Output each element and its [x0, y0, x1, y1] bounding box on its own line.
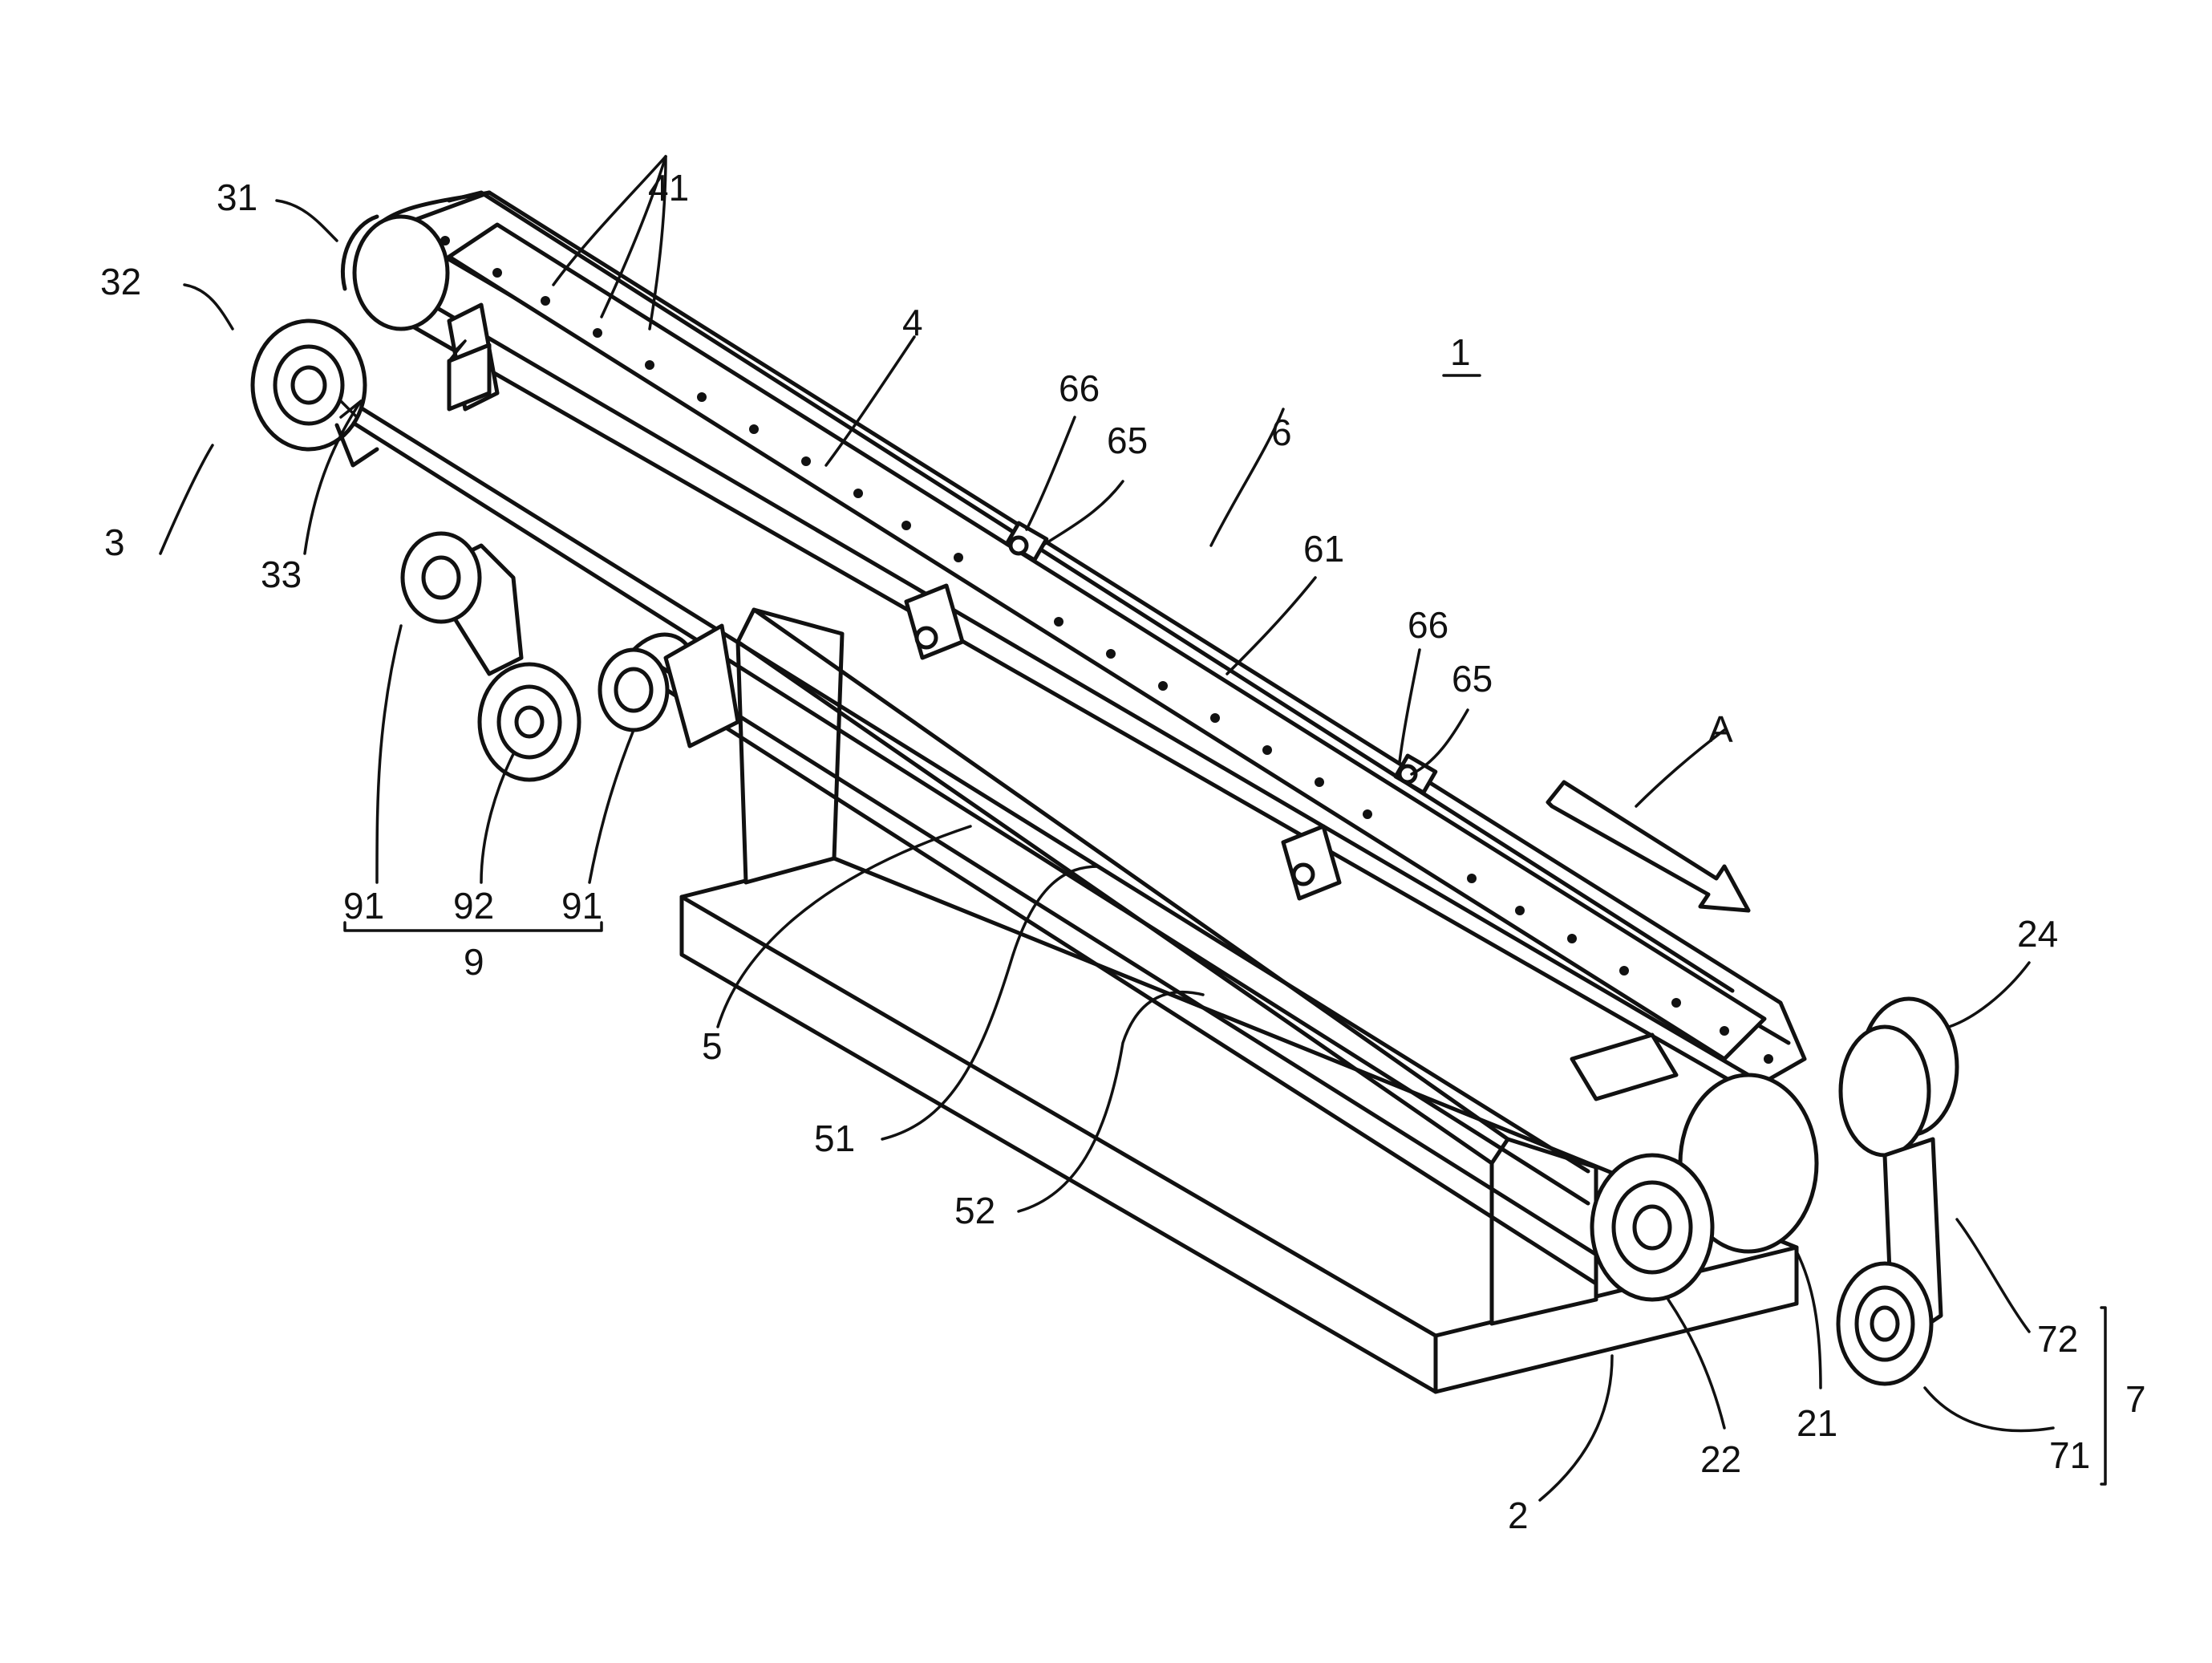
label-24: 24: [2017, 913, 2058, 955]
figure-number: 1: [1450, 331, 1471, 373]
tensioner-assembly: [403, 533, 738, 780]
label-41: 41: [648, 167, 689, 209]
label-91b: 91: [561, 885, 602, 927]
label-66a: 66: [1059, 367, 1100, 409]
label-2: 2: [1508, 1495, 1529, 1536]
label-3: 3: [104, 521, 125, 563]
label-91a: 91: [343, 885, 384, 927]
label-5: 5: [702, 1025, 723, 1067]
label-51: 51: [814, 1117, 855, 1159]
label-71: 71: [2049, 1434, 2090, 1476]
label-31: 31: [217, 176, 257, 218]
label-22: 22: [1700, 1438, 1741, 1480]
label-65b: 65: [1452, 658, 1493, 700]
label-33: 33: [261, 554, 302, 595]
label-65a: 65: [1107, 420, 1148, 461]
left-pulley-assembly: [253, 217, 448, 465]
label-4: 4: [902, 302, 923, 343]
label-A: A: [1708, 708, 1733, 750]
label-21: 21: [1797, 1402, 1837, 1444]
label-66b: 66: [1408, 604, 1448, 646]
label-92: 92: [453, 885, 494, 927]
label-6: 6: [1271, 412, 1292, 453]
label-61: 61: [1303, 528, 1344, 570]
label-32: 32: [100, 261, 141, 302]
label-7: 7: [2125, 1378, 2146, 1420]
label-52: 52: [954, 1190, 995, 1231]
label-72: 72: [2037, 1318, 2078, 1360]
label-9: 9: [464, 941, 484, 983]
leader-lines: [160, 156, 2105, 1500]
